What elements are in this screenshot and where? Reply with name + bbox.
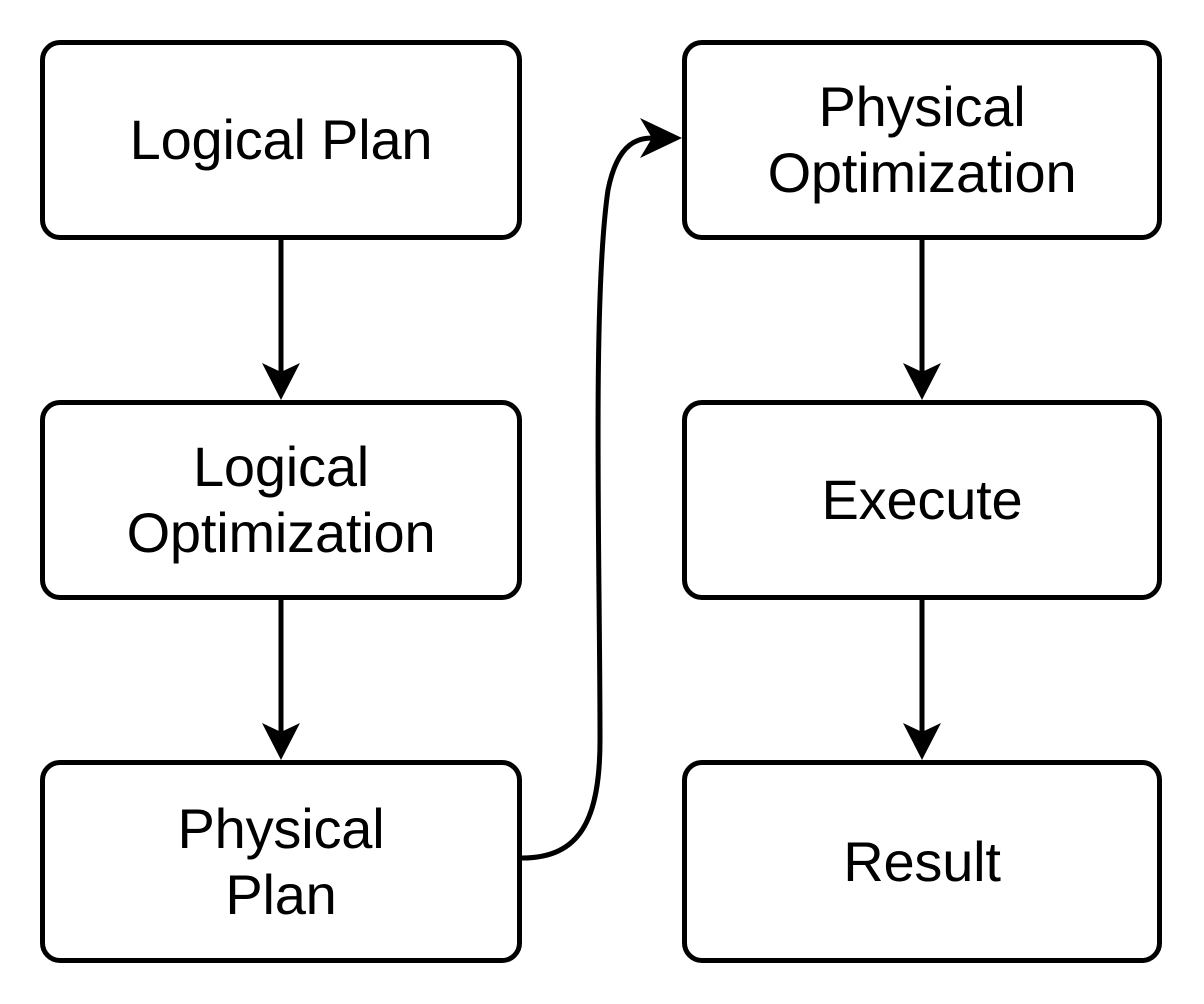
node-logical-optimization-label: Logical Optimization [126,435,436,564]
node-execute[interactable]: Execute [682,400,1162,600]
node-result-label: Result [843,829,1001,893]
edge-physical-plan-to-physical-optimization [519,118,682,861]
node-logical-optimization[interactable]: Logical Optimization [40,400,522,600]
edge-logical-optimization-to-physical-plan [262,600,300,760]
node-physical-optimization-label: Physical Optimization [767,75,1077,204]
node-physical-plan-label: Physical Plan [177,796,385,926]
node-logical-plan-label: Logical Plan [129,108,433,171]
node-logical-plan[interactable]: Logical Plan [40,40,522,240]
edge-logical-plan-to-logical-optimization [262,240,300,400]
node-result[interactable]: Result [682,760,1162,963]
edge-physical-optimization-to-execute [903,240,941,400]
node-physical-plan[interactable]: Physical Plan [40,760,522,963]
edge-execute-to-result [903,600,941,760]
node-physical-optimization[interactable]: Physical Optimization [682,40,1162,240]
node-execute-label: Execute [821,468,1023,531]
